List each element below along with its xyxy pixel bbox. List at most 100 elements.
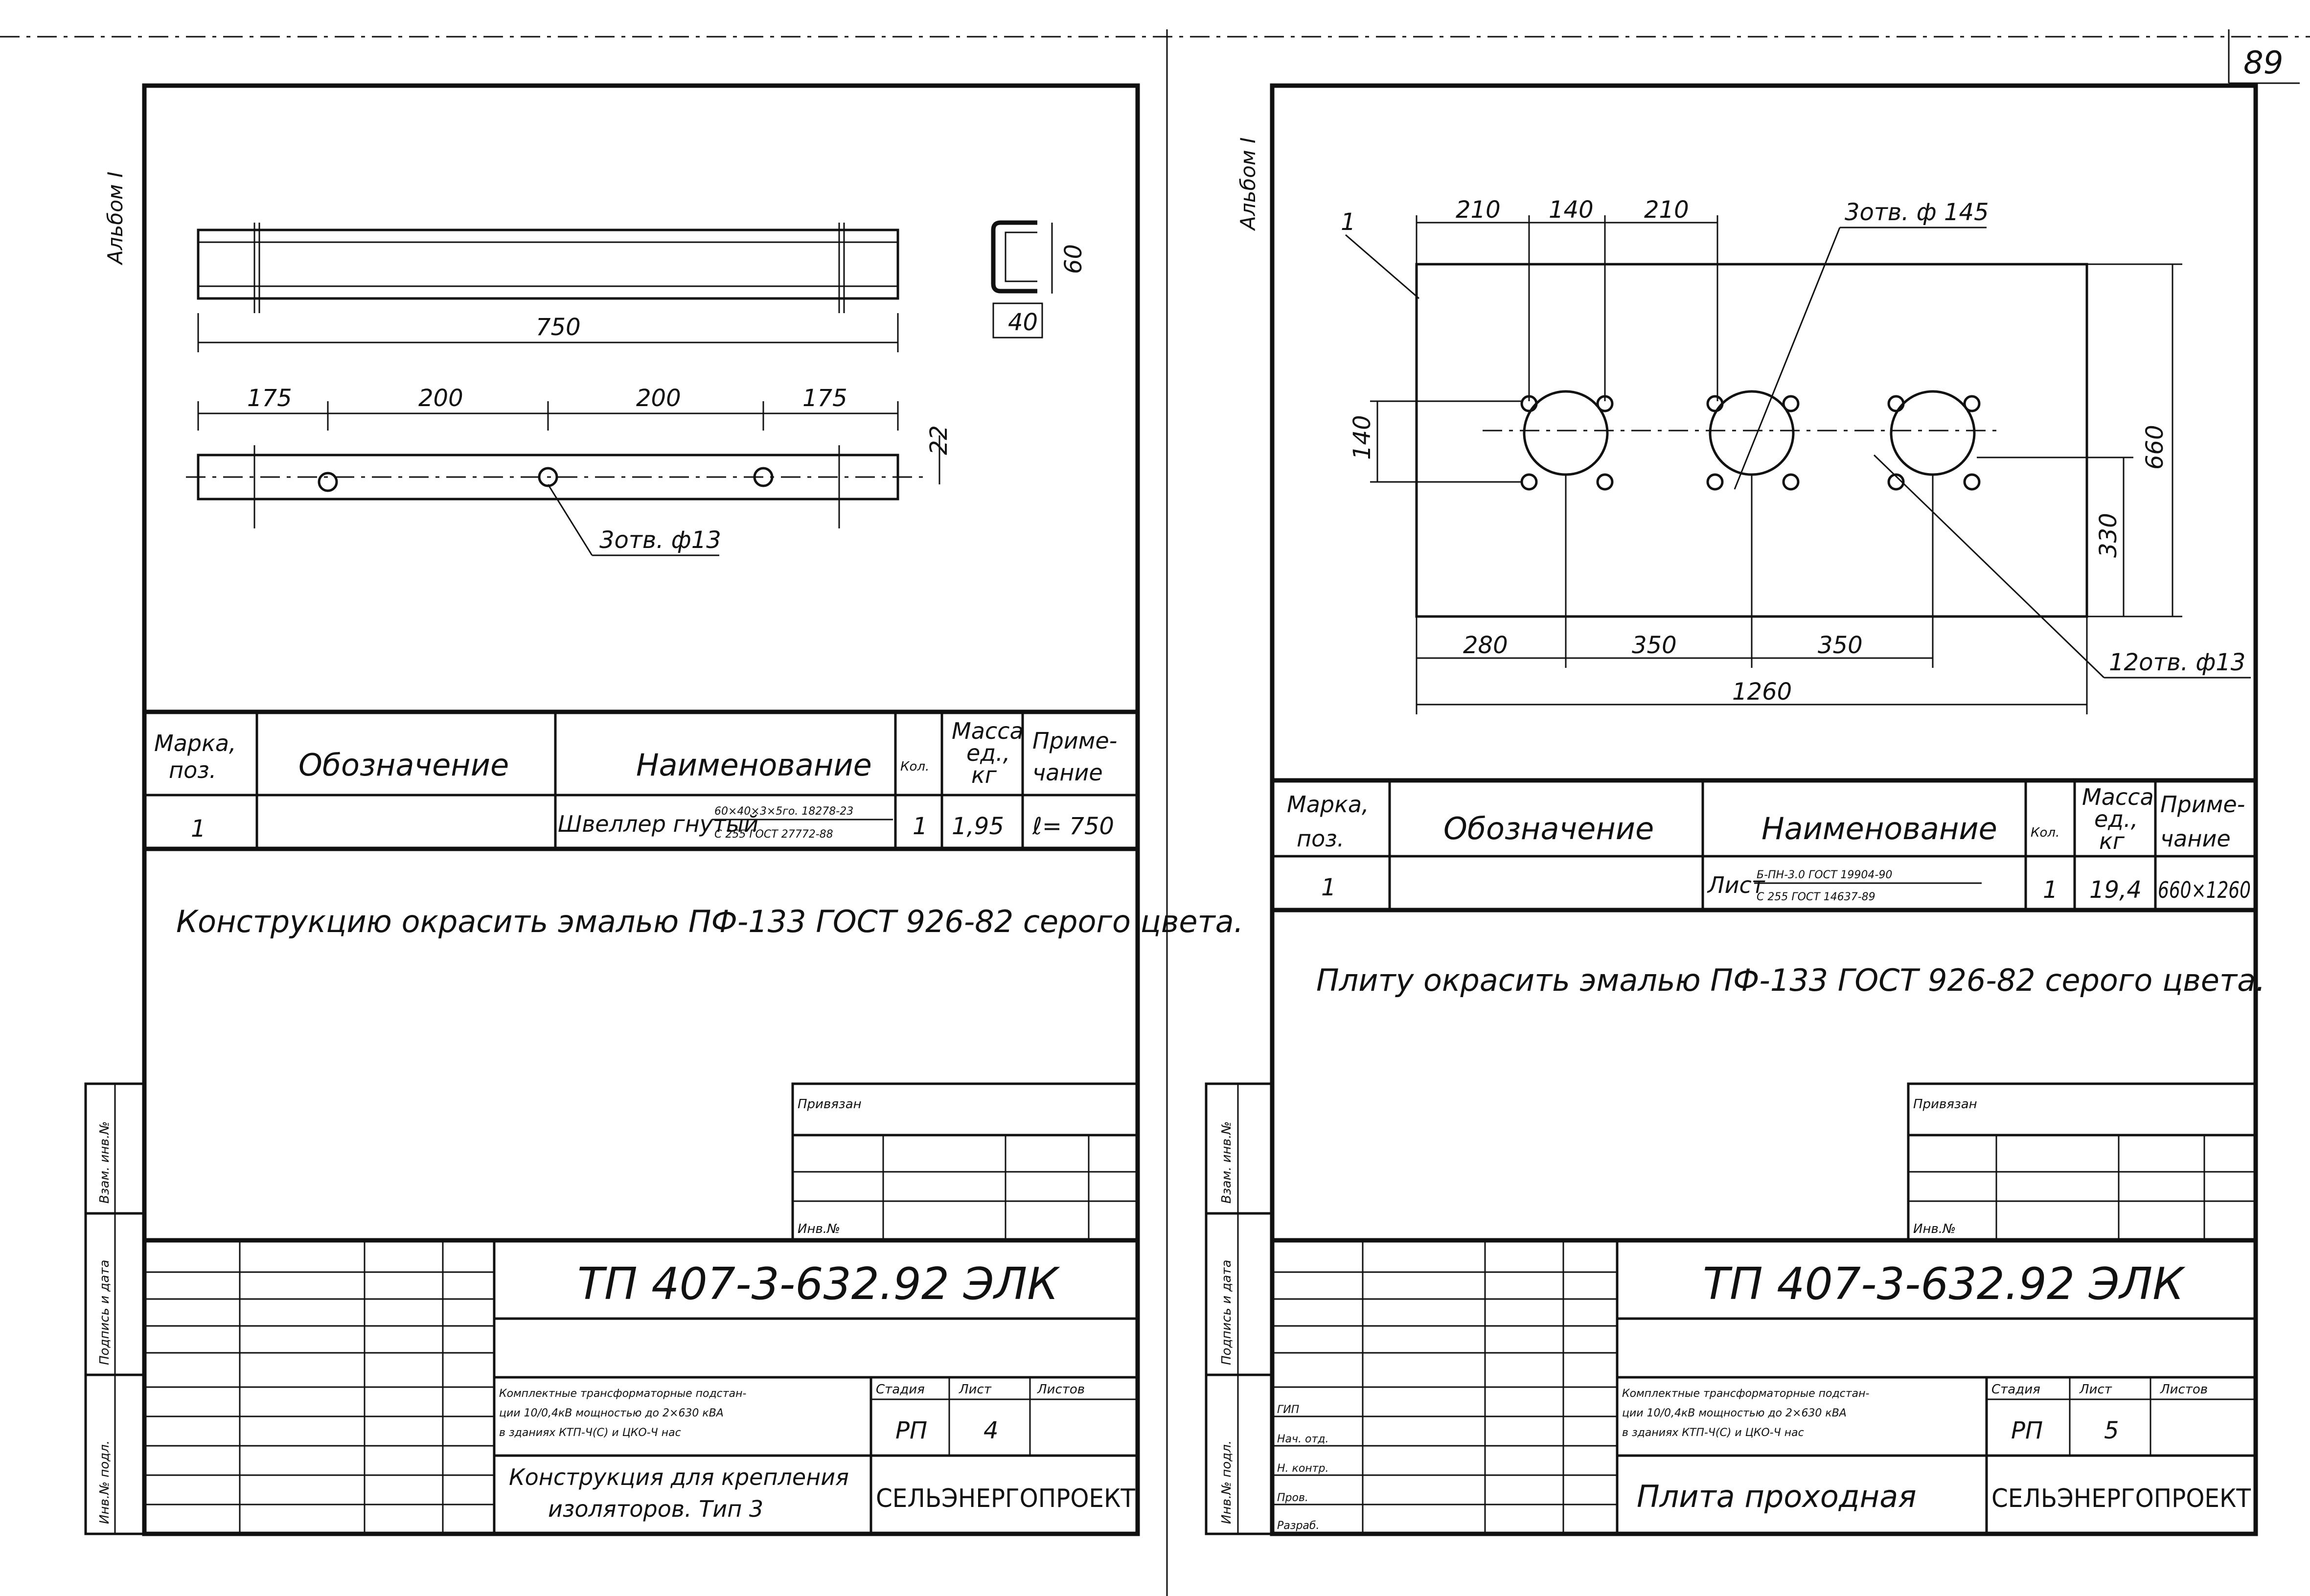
small-hole: [1520, 395, 1538, 412]
side-label-vzam: Взам. инв.№: [97, 1121, 112, 1204]
side-label-inv: Инв.№ подл.: [1219, 1440, 1234, 1524]
channel-height-dim: 60: [1060, 244, 1087, 274]
spec-header-mark: Марка,: [1287, 791, 1369, 818]
side-label-sign: Подпись и дата: [1219, 1260, 1234, 1365]
right-title-block: ГИП Нач. отд. Н. контр. Пров. Разраб. ТП…: [1272, 1238, 2256, 1534]
project-title-2: ции 10/0,4кВ мощностью до 2×630 кВА: [499, 1407, 724, 1419]
sheets-label: Листов: [2160, 1382, 2208, 1397]
stage-value: РП: [895, 1417, 927, 1444]
channel-width-dim: 40: [1008, 309, 1038, 336]
spec-row-material-bottom: С 255 ГОСТ 14637-89: [1757, 891, 1875, 903]
spec-row-mass: 1,95: [952, 813, 1004, 840]
spec-row-qty: 1: [913, 813, 928, 840]
big-holes-leader: [1734, 227, 1841, 490]
top-seg-1: 210: [1456, 196, 1501, 224]
left-spec-table: Марка, поз. Обозначение Наименование Кол…: [144, 709, 1138, 851]
left-channel-side-view: 750: [197, 223, 899, 352]
side-label-vzam: Взам. инв.№: [1219, 1121, 1234, 1204]
channel-profile: [991, 220, 1037, 294]
right-album-label: Альбом I: [1236, 137, 1260, 231]
small-hole: [1782, 395, 1800, 412]
width-dim: 1260: [1732, 678, 1792, 706]
spec-header-note1: Приме-: [2160, 791, 2245, 818]
bottom-seg-1: 280: [1463, 632, 1508, 659]
left-album-label: Альбом I: [103, 172, 127, 266]
height-dim: 660: [2141, 425, 2169, 470]
spec-header-mass-unit1: ед.,: [2094, 806, 2138, 832]
plan-seg-1: 175: [247, 385, 292, 412]
doc-code: ТП 407-3-632.92 ЭЛК: [1703, 1258, 2186, 1310]
spec-header-note1: Приме-: [1032, 728, 1117, 754]
right-plate-drawing: 210 140 210 3отв. ф 145 1: [1341, 196, 2251, 714]
right-frame: [1270, 83, 2258, 1536]
small-hole: [1596, 395, 1614, 412]
plan-hole-3: [753, 467, 774, 487]
left-side-stamp: Взам. инв.№ Подпись и дата Инв.№ подл.: [84, 1082, 146, 1535]
project-title-1: Комплектные трансформаторные подстан-: [1622, 1388, 1869, 1400]
sheet-label: Лист: [2079, 1382, 2112, 1397]
left-channel-section: 60 40: [991, 220, 1087, 339]
hole-spacing-dim: 140: [1349, 415, 1376, 460]
project-title-1: Комплектные трансформаторные подстан-: [499, 1388, 746, 1400]
spec-row-name: Швеллер гнутый: [558, 811, 758, 837]
role-n-kontr: Н. контр.: [1277, 1462, 1328, 1475]
right-privyazan-block: Привязан Инв.№: [1907, 1082, 2257, 1242]
sheet-title-1: Конструкция для крепления: [509, 1464, 849, 1490]
spec-header-name: Наименование: [636, 747, 872, 783]
sheet-title-2: изоляторов. Тип 3: [548, 1496, 763, 1522]
small-hole: [1963, 473, 1981, 491]
spec-header-pos: поз.: [169, 757, 216, 783]
spec-row-mark: 1: [1321, 874, 1336, 901]
spec-row-note: 660×1260: [2158, 877, 2251, 903]
spec-header-qty: Кол.: [900, 759, 929, 774]
spec-row-material-bottom: С 255 ГОСТ 27772-88: [714, 828, 833, 841]
organization: СЕЛЬЭНЕРГОПРОЕКТ: [876, 1484, 1135, 1513]
inv-label: Инв.№: [1913, 1222, 1956, 1236]
doc-code: ТП 407-3-632.92 ЭЛК: [577, 1258, 1060, 1310]
small-hole: [1782, 473, 1800, 491]
section-width-box: [992, 302, 1043, 339]
left-paint-note: Конструкцию окрасить эмалью ПФ-133 ГОСТ …: [176, 904, 1243, 939]
spec-header-note2: чание: [2160, 825, 2231, 852]
left-privyazan-block: Привязан Инв.№: [791, 1082, 1139, 1242]
small-hole: [1520, 473, 1538, 491]
spec-header-note2: чание: [1032, 759, 1103, 786]
spec-row-name: Лист: [1707, 872, 1765, 898]
sheet-number: 5: [2104, 1417, 2119, 1444]
organization: СЕЛЬЭНЕРГОПРОЕКТ: [1991, 1484, 2251, 1513]
spec-header-designation: Обозначение: [1443, 811, 1654, 846]
plan-hole-2: [538, 467, 558, 487]
role-prov: Пров.: [1277, 1492, 1308, 1504]
spec-header-pos: поз.: [1297, 825, 1344, 852]
plan-seg-4: 175: [802, 385, 847, 412]
length-dim: 750: [536, 314, 581, 341]
project-title-2: ции 10/0,4кВ мощностью до 2×630 кВА: [1622, 1407, 1847, 1419]
privyazan-label: Привязан: [798, 1097, 862, 1112]
channel-profile-inner: [1005, 231, 1037, 282]
left-title-block: ТП 407-3-632.92 ЭЛК Комплектные трансфор…: [144, 1238, 1138, 1534]
plate-leader-label: 1: [1341, 208, 1356, 236]
big-holes-label: 3отв. ф 145: [1845, 199, 1989, 226]
spec-header-mass-unit2: кг: [971, 762, 997, 788]
spec-header-mass-unit1: ед.,: [966, 740, 1010, 766]
small-hole: [1706, 395, 1724, 412]
sheet-number: 4: [983, 1417, 999, 1444]
right-sheet: Альбом I 210 140 210 3отв. ф 145 1: [1205, 83, 2265, 1536]
small-holes-leader: [1873, 454, 2105, 679]
bottom-seg-3: 350: [1818, 632, 1863, 659]
project-title-3: в зданиях КТП-Ч(С) и ЦКО-Ч нас: [1622, 1427, 1804, 1439]
spec-row-mark: 1: [191, 815, 206, 843]
role-nach-otd: Нач. отд.: [1277, 1433, 1329, 1445]
spec-row-qty: 1: [2043, 876, 2058, 904]
stage-label: Стадия: [876, 1382, 925, 1397]
left-frame: [142, 83, 1140, 1536]
spec-header-designation: Обозначение: [298, 747, 509, 783]
inv-label: Инв.№: [798, 1222, 840, 1236]
small-holes-label: 12отв. ф13: [2109, 649, 2245, 676]
plate-leader: [1345, 234, 1419, 299]
left-sheet: Альбом I 750 60 40: [84, 83, 1243, 1536]
half-height-dim: 330: [2095, 513, 2122, 558]
stage-value: РП: [2011, 1417, 2043, 1444]
side-label-sign: Подпись и дата: [97, 1260, 112, 1365]
stage-label: Стадия: [1991, 1382, 2040, 1397]
